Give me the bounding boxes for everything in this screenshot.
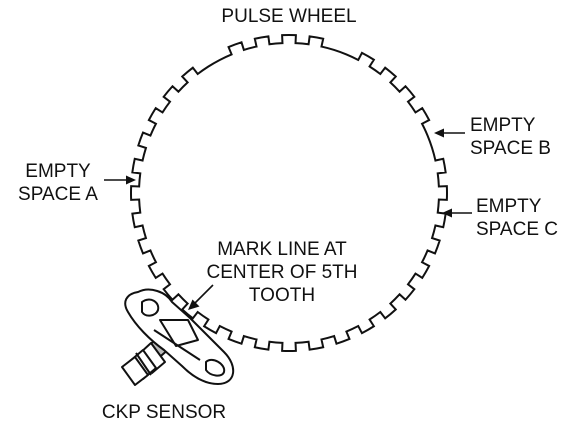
pulse-wheel-label: PULSE WHEEL — [221, 6, 357, 27]
pulse-wheel — [129, 33, 449, 353]
mark-line-label: MARK LINE AT CENTER OF 5TH TOOTH — [206, 239, 358, 306]
arrow-empty-space-b — [434, 128, 465, 138]
arrow-mark-line — [188, 284, 214, 310]
empty-space-a-label: EMPTY SPACE A — [18, 161, 98, 205]
ckp-sensor-label: CKP SENSOR — [101, 402, 227, 423]
empty-space-b-label: EMPTY SPACE B — [470, 115, 551, 159]
empty-space-c-label: EMPTY SPACE C — [476, 196, 559, 240]
arrow-empty-space-c — [442, 208, 472, 218]
arrow-empty-space-a — [104, 175, 136, 185]
ckp-sensor — [121, 288, 234, 386]
